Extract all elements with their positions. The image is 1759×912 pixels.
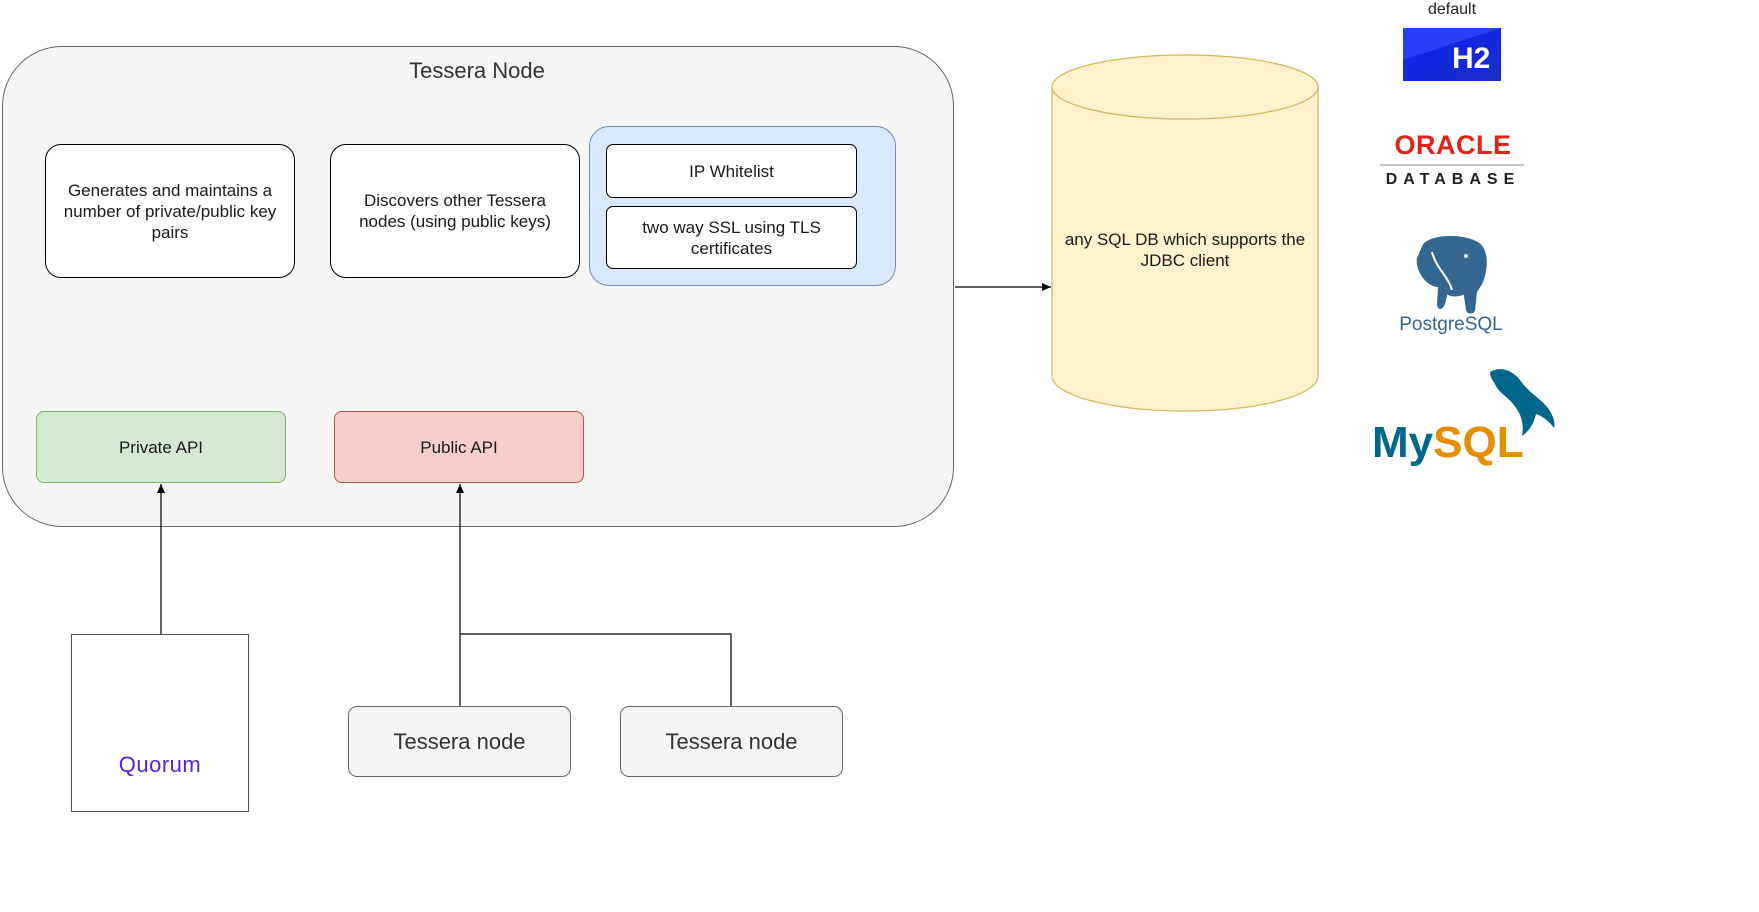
private-api-label: Private API [118,437,204,457]
key-management-box[interactable]: Generates and maintains a number of priv… [45,144,295,278]
postgres-logo-text: PostgreSQL [1399,314,1503,335]
tessera-peer-node[interactable]: Tessera node [348,706,571,777]
ssl-box[interactable]: two way SSL using TLS certificates [606,206,857,269]
private-api-box[interactable]: Private API [36,411,286,483]
oracle-database-text: DATABASE [1385,171,1521,188]
node-discovery-box[interactable]: Discovers other Tessera nodes (using pub… [330,144,580,278]
tessera-peer-node[interactable]: Tessera node [620,706,843,777]
oracle-logo-text: ORACLE [1394,130,1512,160]
ip-whitelist-box[interactable]: IP Whitelist [606,144,857,198]
ssl-label: two way SSL using TLS certificates [642,217,821,258]
public-api-label: Public API [420,437,498,457]
node-discovery-label: Discovers other Tessera nodes (using pub… [359,191,551,231]
h2-logo-icon [1403,28,1501,81]
database-label: any SQL DB which supports the JDBC clien… [1064,230,1306,270]
connector-peer2-junction [460,633,732,706]
mysql-logo: MySQL [1372,418,1562,468]
key-management-label: Generates and maintains a number of priv… [63,180,277,242]
quorum-box[interactable] [71,634,249,812]
ip-whitelist-label: IP Whitelist [689,161,774,181]
database-cylinder [1051,54,1319,412]
mysql-logo-my: My [1372,418,1434,467]
tessera-peer-label: Tessera node [393,729,526,754]
public-api-box[interactable]: Public API [334,411,584,483]
postgres-elephant-icon [1414,234,1489,316]
quorum-label: Quorum [118,752,202,777]
h2-logo-text: H2 [1452,42,1491,75]
tessera-peer-label: Tessera node [665,729,798,754]
mysql-logo-sql: SQL [1433,418,1524,467]
tessera-node-title: Tessera Node [409,58,545,83]
mysql-dolphin-icon [1490,369,1555,436]
database-label-area[interactable]: any SQL DB which supports the JDBC clien… [1052,120,1318,380]
default-label: default [1427,1,1477,18]
